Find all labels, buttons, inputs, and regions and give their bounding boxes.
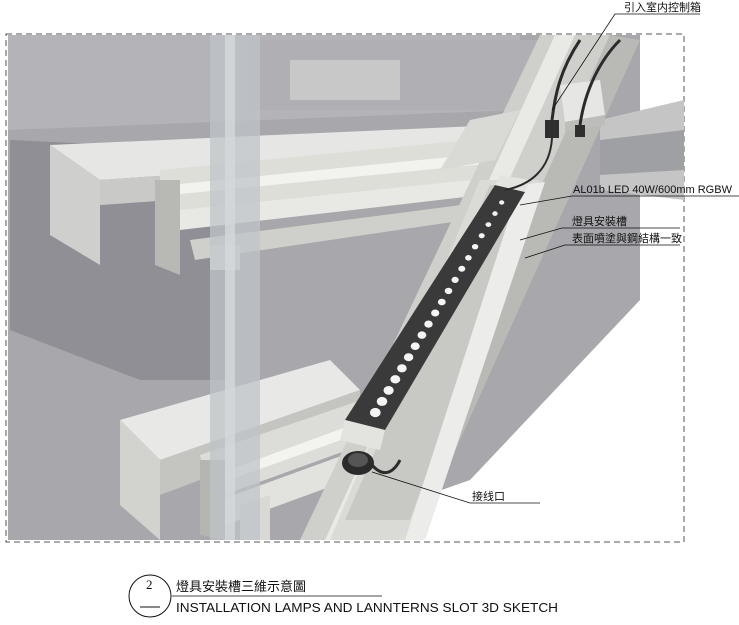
led-dot	[390, 375, 401, 384]
dashed-frame	[5, 33, 685, 543]
led-dot	[499, 200, 505, 205]
leader-lines	[371, 13, 739, 504]
led-dot	[410, 342, 420, 351]
title-block: 2 燈具安裝槽三維示意圖 INSTALLATION LAMPS AND LANN…	[128, 574, 558, 618]
title-chinese: 燈具安裝槽三維示意圖	[176, 579, 306, 595]
led-dot	[417, 331, 427, 339]
label-connector: 接线口	[472, 489, 505, 503]
title-english: INSTALLATION LAMPS AND LANNTERNS SLOT 3D…	[176, 600, 558, 615]
led-dot	[471, 244, 479, 250]
led-dot	[485, 222, 492, 228]
title-number: 2	[146, 577, 153, 592]
led-dot	[369, 407, 381, 418]
led-dot	[437, 298, 446, 306]
led-lamp	[340, 175, 530, 450]
led-dot	[424, 320, 433, 328]
label-slot-name: 燈具安裝槽	[572, 214, 627, 228]
connector-port	[342, 451, 402, 475]
label-led-model: AL01b LED 40W/600mm RGBW	[573, 184, 733, 196]
led-dot	[444, 287, 453, 295]
led-dot	[458, 265, 466, 272]
control-box	[504, 38, 622, 191]
lamp-slot	[330, 180, 545, 540]
led-dot	[397, 364, 407, 373]
label-control-box: 引入室内控制箱	[624, 0, 701, 14]
led-dot	[376, 396, 388, 406]
led-dot	[492, 211, 498, 216]
led-dot	[403, 353, 414, 362]
led-dot	[465, 254, 472, 261]
label-slot-finish: 表面噴塗與鋼結構一致	[572, 231, 682, 245]
led-dot	[478, 233, 485, 239]
led-dot	[451, 276, 459, 283]
led-dot	[383, 386, 394, 395]
glass-panel	[210, 35, 260, 540]
title-number-circle	[128, 574, 172, 618]
led-dot	[431, 309, 440, 317]
